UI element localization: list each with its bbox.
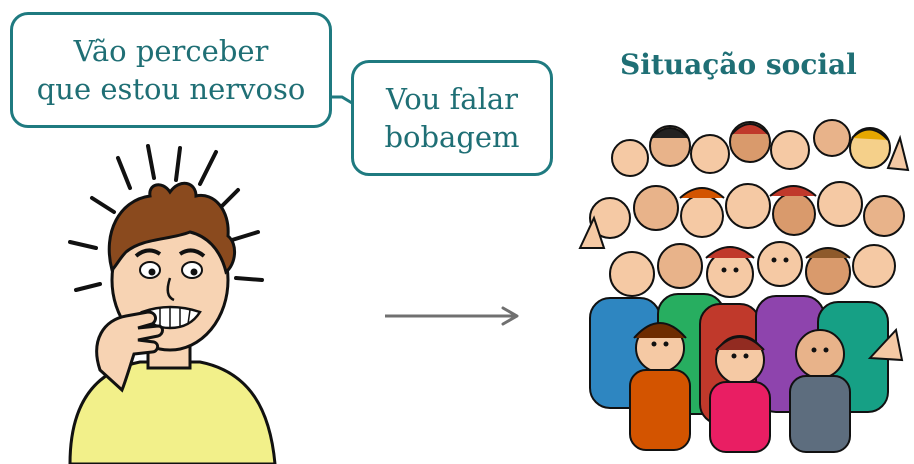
nervous-man-illustration bbox=[68, 144, 277, 464]
thought-bubble-nonsense: Vou falar bobagem bbox=[351, 60, 553, 176]
social-situation-heading: Situação social bbox=[620, 48, 857, 81]
crowd-illustration bbox=[578, 119, 910, 453]
bubble-text-line2: bobagem bbox=[384, 120, 520, 154]
arrow-right-icon bbox=[385, 306, 519, 326]
bubble-text-line1: Vou falar bbox=[385, 82, 519, 116]
bubble-connector bbox=[330, 95, 353, 105]
stress-lines-icon bbox=[68, 144, 264, 292]
thought-bubble-nervous: Vão perceber que estou nervoso bbox=[10, 12, 332, 128]
bubble-text-line2: que estou nervoso bbox=[36, 72, 306, 106]
bubble-text-line1: Vão perceber bbox=[73, 34, 269, 68]
